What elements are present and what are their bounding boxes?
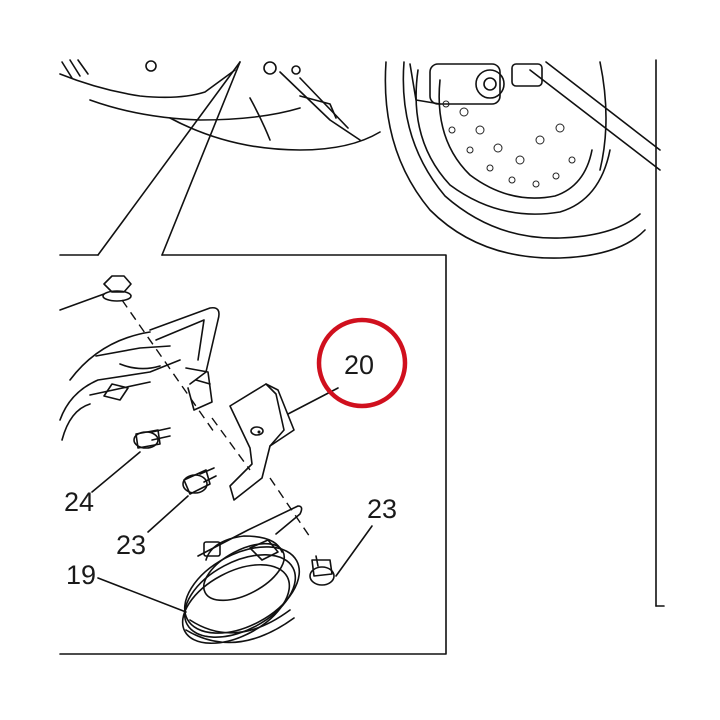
screw-24 bbox=[133, 427, 171, 449]
motorcycle-overview bbox=[59, 59, 665, 607]
callout-24: 24 bbox=[64, 487, 94, 517]
flange-nut bbox=[59, 275, 132, 311]
screw-23-left bbox=[182, 467, 217, 495]
detail-inset-frame bbox=[59, 254, 447, 655]
screw-23-right bbox=[309, 555, 335, 586]
callout-23-left: 23 bbox=[116, 530, 146, 560]
highlight-circle bbox=[316, 317, 408, 409]
horn-part-19 bbox=[181, 505, 303, 645]
callout-19: 19 bbox=[66, 560, 96, 590]
bracket-part-20 bbox=[229, 383, 295, 501]
horn-assembly-detail bbox=[59, 275, 373, 645]
callout-20: 20 bbox=[344, 350, 374, 380]
frame-bracket bbox=[59, 306, 220, 441]
callout-23-right: 23 bbox=[367, 494, 397, 524]
leader-lines bbox=[91, 387, 373, 613]
